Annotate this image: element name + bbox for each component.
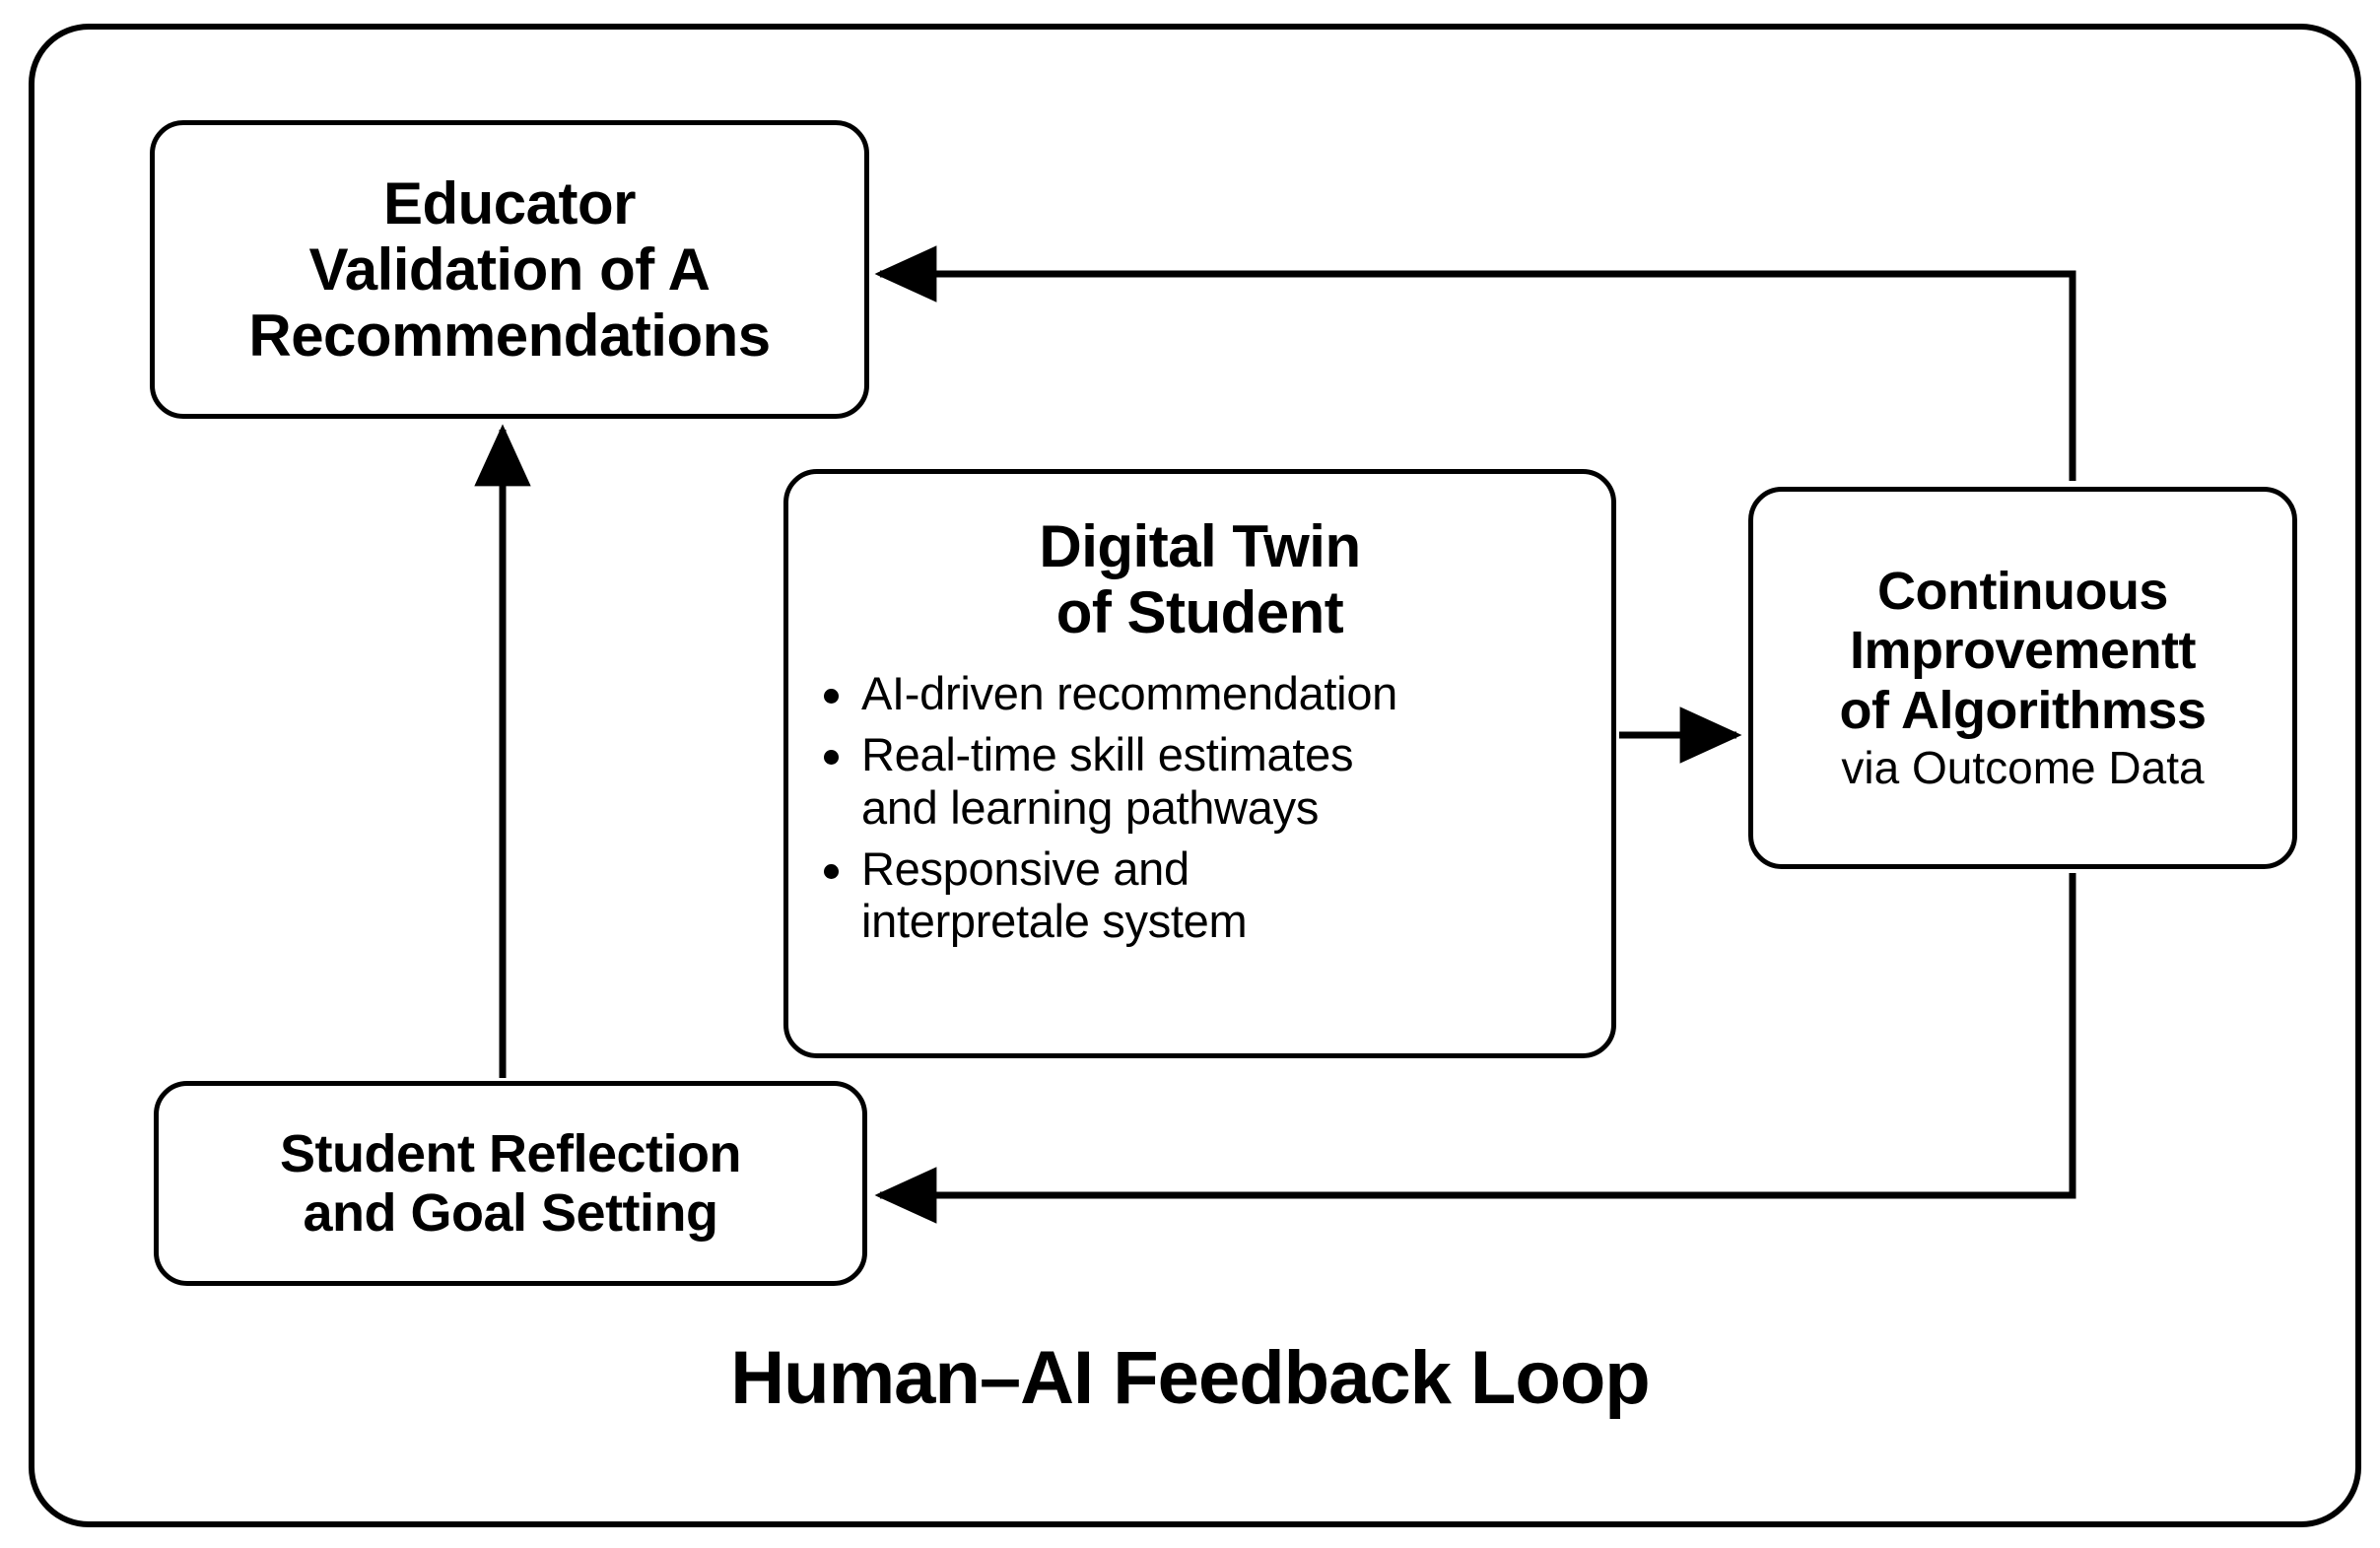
bullet-text-line: Responsive and <box>861 841 1190 895</box>
bullet-text-line: AI-driven recommendation <box>861 667 1397 720</box>
list-item: Real-time skill estimates and learning p… <box>816 728 1611 834</box>
list-item: AI-driven recommendation <box>816 667 1611 719</box>
digital-twin-title-line-1: Digital Twin <box>1039 513 1361 579</box>
educator-title-line-2: Validation of A <box>308 236 711 303</box>
continuous-title-line-1: Continuous <box>1877 561 2168 621</box>
bullet-text-line: Real-time skill estimates <box>861 728 1354 781</box>
student-title-line-1: Student Reflection <box>279 1123 742 1183</box>
continuous-subtitle: via Outcome Data <box>1841 742 2205 794</box>
node-student-reflection-and-goal-setting[interactable]: Student Reflection and Goal Setting <box>154 1081 867 1286</box>
bullet-text-line: interpretale system <box>861 894 1248 947</box>
continuous-title-line-2: Improvementt <box>1849 621 2197 681</box>
educator-title-line-1: Educator <box>382 169 637 236</box>
node-educator-validation[interactable]: Educator Validation of A Recommendations <box>150 120 869 419</box>
list-item: Responsive and interpretale system <box>816 842 1611 947</box>
continuous-title-line-3: of Algorithmss <box>1839 680 2207 740</box>
loop-caption: Human–AI Feedback Loop <box>730 1336 1650 1420</box>
bullet-text-line: and learning pathways <box>861 780 1320 834</box>
node-digital-twin-of-student[interactable]: Digital Twin of Student AI-driven recomm… <box>783 469 1616 1058</box>
digital-twin-title-line-2: of Student <box>1055 579 1344 646</box>
arrow-continuous-to-educator <box>874 245 2076 481</box>
digital-twin-feature-list: AI-driven recommendation Real-time skill… <box>788 667 1611 956</box>
student-title-line-2: and Goal Setting <box>303 1183 718 1243</box>
node-continuous-improvement[interactable]: Continuous Improvementt of Algorithmss v… <box>1748 487 2297 869</box>
educator-title-line-3: Recommendations <box>248 303 771 370</box>
